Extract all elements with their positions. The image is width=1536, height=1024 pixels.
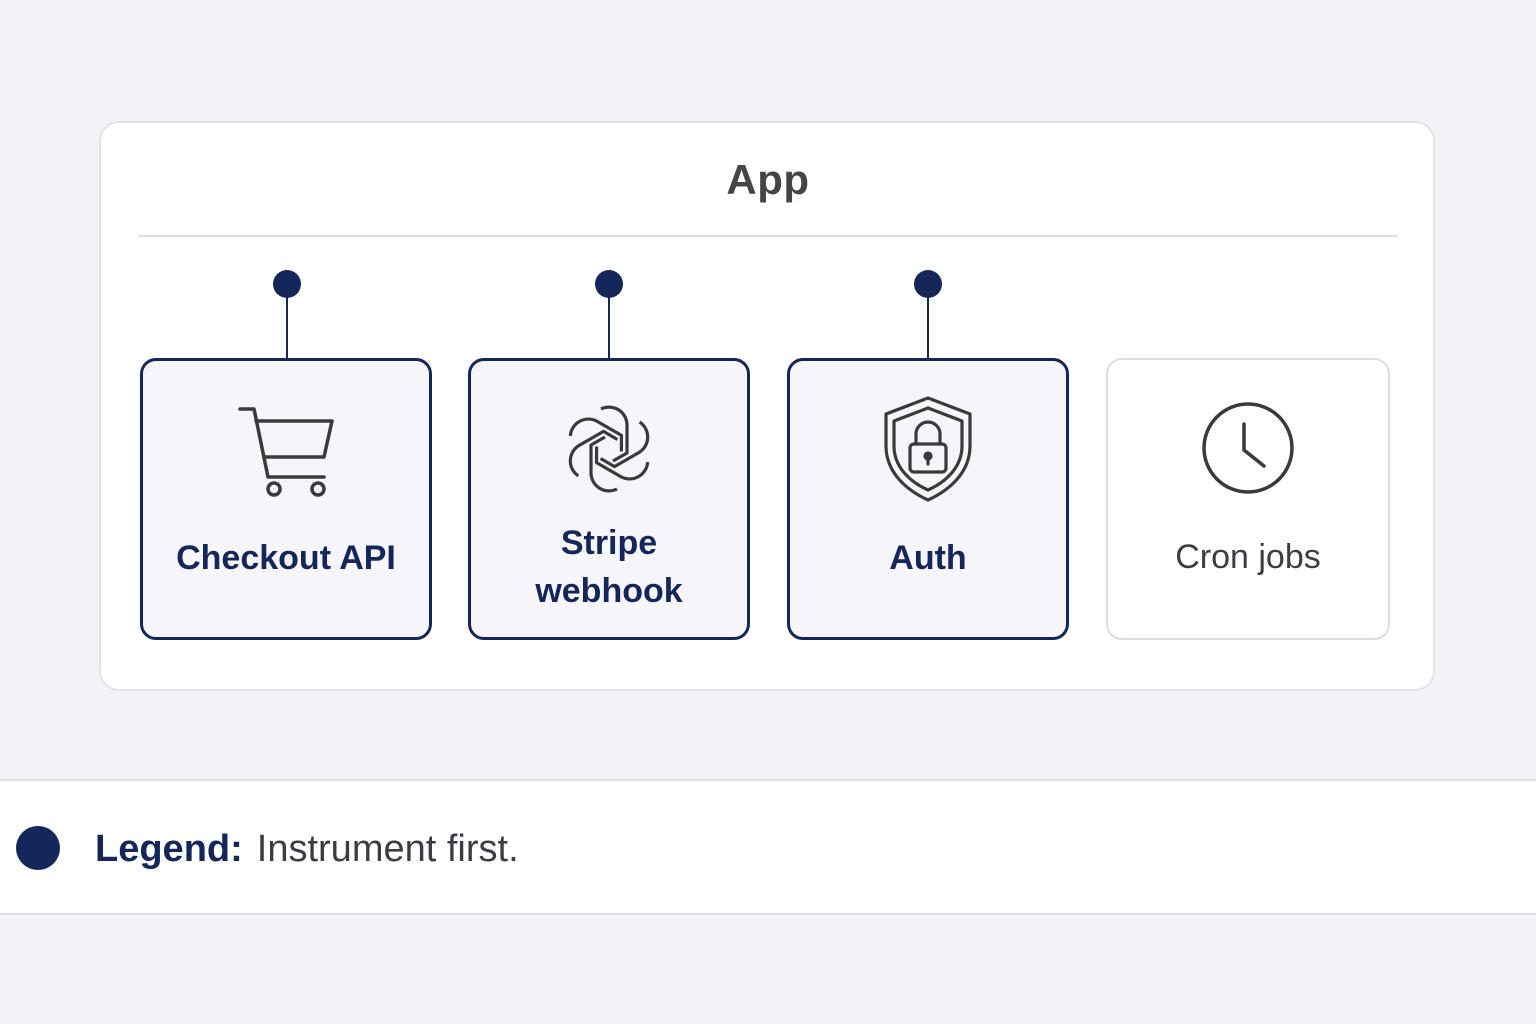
legend-bar: Legend: Instrument first. [0, 779, 1536, 915]
legend-label: Legend: [95, 828, 243, 870]
marker-connector-checkout [286, 296, 288, 358]
legend-description: Instrument first. [256, 828, 519, 870]
component-label: Cron jobs [1175, 538, 1321, 576]
instrument-marker-stripe [595, 270, 623, 298]
instrument-marker-auth [914, 270, 942, 298]
component-cron-jobs[interactable]: Cron jobs [1106, 358, 1390, 640]
marker-connector-stripe [608, 296, 610, 358]
openai-knot-icon [471, 397, 747, 501]
shopping-cart-icon [143, 397, 429, 501]
component-stripe-webhook[interactable]: Stripe webhook [468, 358, 750, 640]
legend-marker-icon [16, 826, 60, 870]
component-label: Auth [889, 539, 967, 577]
app-title: App [726, 156, 810, 203]
component-label: Stripe webhook [535, 524, 683, 610]
marker-connector-auth [927, 296, 929, 358]
legend-text: Legend: Instrument first. [95, 825, 519, 873]
clock-icon [1108, 396, 1388, 500]
component-label: Checkout API [176, 539, 396, 577]
shield-lock-icon [790, 396, 1066, 502]
component-auth[interactable]: Auth [787, 358, 1069, 640]
title-divider [139, 235, 1397, 237]
component-checkout-api[interactable]: Checkout API [140, 358, 432, 640]
instrument-marker-checkout [273, 270, 301, 298]
